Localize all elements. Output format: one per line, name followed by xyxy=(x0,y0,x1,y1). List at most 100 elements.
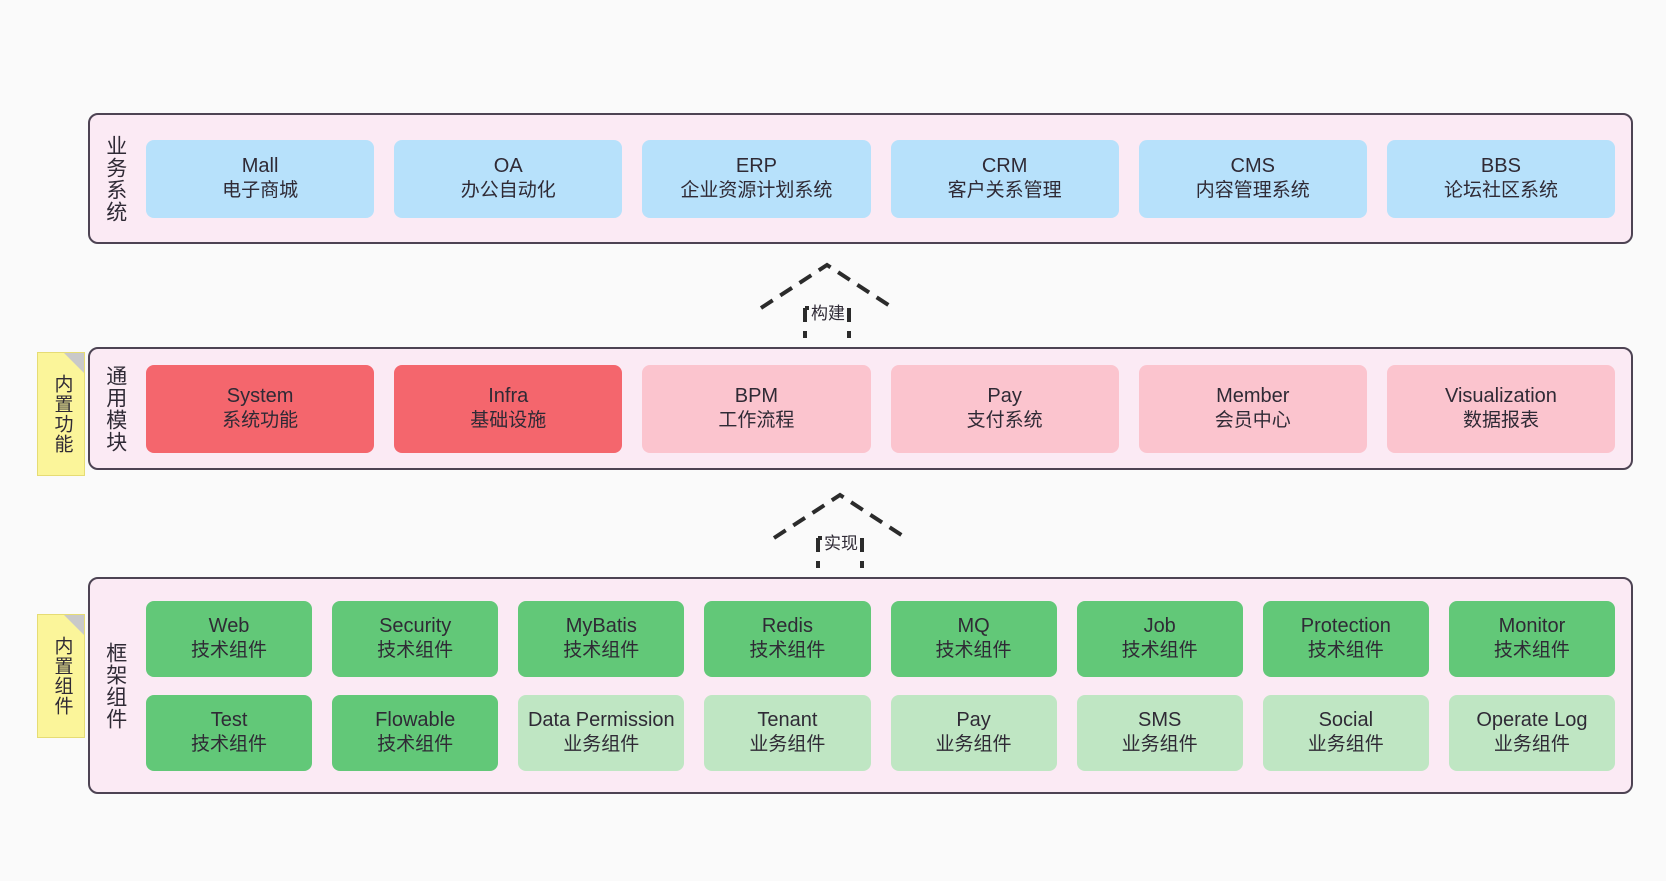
note-label: 内置功能 xyxy=(51,374,73,454)
card-subtitle: 工作流程 xyxy=(718,410,795,432)
card-data-permission[interactable]: Data Permission 业务组件 xyxy=(518,694,685,771)
card-subtitle: 客户关系管理 xyxy=(947,180,1062,202)
card-redis[interactable]: Redis 技术组件 xyxy=(704,600,871,677)
build-arrow: 构建 xyxy=(757,258,902,340)
card-title: Member xyxy=(1216,384,1290,407)
card-title: Data Permission xyxy=(527,708,675,731)
card-cms[interactable]: CMS 内容管理系统 xyxy=(1138,139,1367,218)
card-infra[interactable]: Infra 基础设施 xyxy=(394,364,623,453)
card-title: Infra xyxy=(488,384,529,407)
layer-label-business-systems: 业务系统 xyxy=(103,134,127,223)
card-subtitle: 技术组件 xyxy=(1121,640,1198,662)
card-job[interactable]: Job 技术组件 xyxy=(1076,600,1243,677)
card-subtitle: 系统功能 xyxy=(222,410,299,432)
card-title: Protection xyxy=(1300,614,1391,637)
card-title: Social xyxy=(1318,708,1374,731)
card-tenant[interactable]: Tenant 业务组件 xyxy=(704,694,871,771)
card-title: Redis xyxy=(761,614,813,637)
card-title: Monitor xyxy=(1498,614,1566,637)
card-subtitle: 会员中心 xyxy=(1214,410,1291,432)
card-row: Web 技术组件 Security 技术组件 MyBatis 技术组件 Redi… xyxy=(146,600,1615,677)
implement-arrow: 实现 xyxy=(770,488,915,570)
card-subtitle: 技术组件 xyxy=(563,640,640,662)
note-label: 内置组件 xyxy=(51,636,73,716)
card-title: Flowable xyxy=(375,708,456,731)
card-title: Tenant xyxy=(757,708,818,731)
card-subtitle: 技术组件 xyxy=(377,734,454,756)
card-subtitle: 内容管理系统 xyxy=(1195,180,1310,202)
card-visualization[interactable]: Visualization 数据报表 xyxy=(1386,364,1616,453)
card-title: SMS xyxy=(1138,708,1182,731)
card-title: OA xyxy=(493,154,523,177)
card-title: Web xyxy=(208,614,250,637)
layer-body-business-systems: Mall 电子商城 OA 办公自动化 ERP 企业资源计划系统 CRM 客户关系… xyxy=(140,115,1631,242)
card-mall[interactable]: Mall 电子商城 xyxy=(146,139,375,218)
card-row: Test 技术组件 Flowable 技术组件 Data Permission … xyxy=(146,694,1615,771)
card-subtitle: 业务组件 xyxy=(563,734,640,756)
card-title: BBS xyxy=(1480,154,1521,177)
card-title: ERP xyxy=(735,154,777,177)
card-oa[interactable]: OA 办公自动化 xyxy=(394,139,623,218)
card-title: System xyxy=(226,384,294,407)
card-subtitle: 数据报表 xyxy=(1462,410,1539,432)
card-test[interactable]: Test 技术组件 xyxy=(146,694,313,771)
card-title: Operate Log xyxy=(1476,708,1588,731)
card-subtitle: 技术组件 xyxy=(935,640,1012,662)
card-title: MQ xyxy=(957,614,990,637)
card-subtitle: 技术组件 xyxy=(1493,640,1570,662)
card-title: Pay xyxy=(956,708,991,731)
card-sms[interactable]: SMS 业务组件 xyxy=(1076,694,1243,771)
card-title: Job xyxy=(1143,614,1176,637)
card-operate-log[interactable]: Operate Log 业务组件 xyxy=(1448,694,1615,771)
layer-body-framework-components: Web 技术组件 Security 技术组件 MyBatis 技术组件 Redi… xyxy=(140,579,1631,792)
card-web[interactable]: Web 技术组件 xyxy=(146,600,313,677)
card-pay[interactable]: Pay 支付系统 xyxy=(890,364,1119,453)
card-title: Security xyxy=(379,614,452,637)
card-title: Visualization xyxy=(1444,384,1557,407)
card-subtitle: 业务组件 xyxy=(935,734,1012,756)
card-title: Test xyxy=(210,708,248,731)
card-mybatis[interactable]: MyBatis 技术组件 xyxy=(518,600,685,677)
card-flowable[interactable]: Flowable 技术组件 xyxy=(332,694,499,771)
layer-label-framework-components: 框架组件 xyxy=(103,641,127,730)
card-subtitle: 技术组件 xyxy=(191,640,268,662)
card-title: CRM xyxy=(981,154,1028,177)
card-member[interactable]: Member 会员中心 xyxy=(1138,364,1367,453)
card-subtitle: 支付系统 xyxy=(966,410,1043,432)
card-security[interactable]: Security 技术组件 xyxy=(332,600,499,677)
card-social[interactable]: Social 业务组件 xyxy=(1262,694,1429,771)
layer-common-modules: 通用模块 System 系统功能 Infra 基础设施 BPM 工作流程 Pay… xyxy=(88,347,1633,470)
card-title: Mall xyxy=(241,154,279,177)
layer-body-common-modules: System 系统功能 Infra 基础设施 BPM 工作流程 Pay 支付系统… xyxy=(140,349,1631,468)
card-pay-business[interactable]: Pay 业务组件 xyxy=(890,694,1057,771)
card-subtitle: 企业资源计划系统 xyxy=(680,180,833,202)
card-subtitle: 技术组件 xyxy=(749,640,826,662)
card-subtitle: 电子商城 xyxy=(222,180,299,202)
layer-framework-components: 框架组件 Web 技术组件 Security 技术组件 MyBatis 技术组件… xyxy=(88,577,1633,794)
card-title: MyBatis xyxy=(565,614,637,637)
card-subtitle: 技术组件 xyxy=(1307,640,1384,662)
card-mq[interactable]: MQ 技术组件 xyxy=(890,600,1057,677)
card-crm[interactable]: CRM 客户关系管理 xyxy=(890,139,1119,218)
card-subtitle: 业务组件 xyxy=(1493,734,1570,756)
card-subtitle: 业务组件 xyxy=(1121,734,1198,756)
card-title: Pay xyxy=(987,384,1022,407)
card-subtitle: 技术组件 xyxy=(191,734,268,756)
card-subtitle: 基础设施 xyxy=(470,410,547,432)
card-subtitle: 业务组件 xyxy=(749,734,826,756)
note-builtin-features: 内置功能 xyxy=(37,352,85,476)
card-erp[interactable]: ERP 企业资源计划系统 xyxy=(642,139,871,218)
card-subtitle: 办公自动化 xyxy=(460,180,556,202)
note-builtin-components: 内置组件 xyxy=(37,614,85,738)
card-row: Mall 电子商城 OA 办公自动化 ERP 企业资源计划系统 CRM 客户关系… xyxy=(146,139,1616,218)
card-monitor[interactable]: Monitor 技术组件 xyxy=(1448,600,1615,677)
card-protection[interactable]: Protection 技术组件 xyxy=(1262,600,1429,677)
implement-arrow-label: 实现 xyxy=(822,529,860,554)
build-arrow-label: 构建 xyxy=(809,299,847,324)
card-bbs[interactable]: BBS 论坛社区系统 xyxy=(1386,139,1616,218)
card-row: System 系统功能 Infra 基础设施 BPM 工作流程 Pay 支付系统… xyxy=(146,364,1616,453)
card-system[interactable]: System 系统功能 xyxy=(146,364,375,453)
card-bpm[interactable]: BPM 工作流程 xyxy=(642,364,871,453)
card-title: CMS xyxy=(1230,154,1275,177)
